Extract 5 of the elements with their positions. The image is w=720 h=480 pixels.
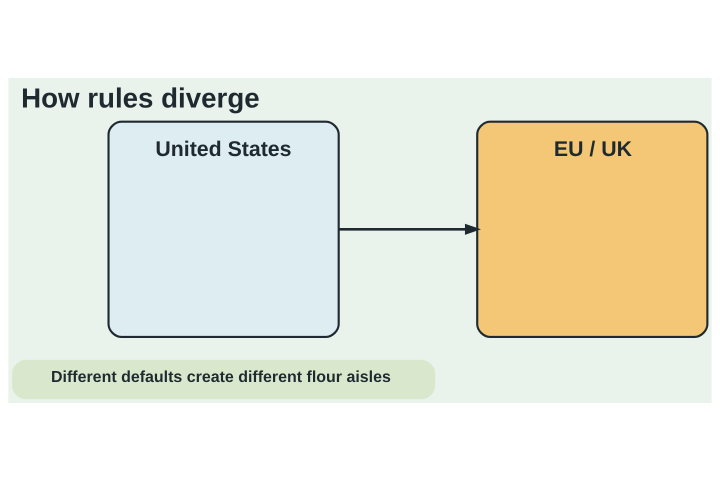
- node-box: EU / UK: [476, 120, 708, 338]
- diagram-title: How rules diverge: [21, 82, 260, 114]
- node-box: Different defaults create different flour aisles: [12, 359, 436, 399]
- arrow: [338, 223, 481, 234]
- node-box: United States: [107, 120, 340, 338]
